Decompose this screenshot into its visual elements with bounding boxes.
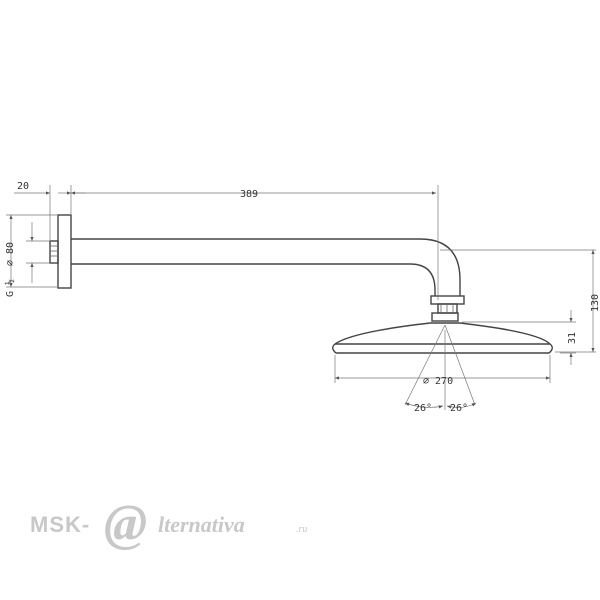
dimension-wall-depth bbox=[14, 185, 86, 240]
label-flange-diameter: ⌀ 80 bbox=[5, 242, 16, 266]
label-arm-length: 389 bbox=[240, 189, 258, 200]
watermark-at-sign: @ bbox=[104, 495, 147, 552]
dimension-total-drop bbox=[440, 249, 596, 353]
label-total-drop: 130 bbox=[590, 294, 600, 312]
watermark-prefix: MSK- bbox=[30, 512, 90, 537]
shower-head bbox=[332, 312, 553, 354]
dimension-tilt bbox=[404, 324, 477, 410]
watermark-name: lternativa bbox=[158, 512, 245, 537]
label-tilt-right: 26° bbox=[450, 403, 468, 414]
watermark-logo: MSK- @ lternativa .ru bbox=[30, 495, 307, 552]
dimension-arm-length bbox=[71, 185, 439, 300]
shower-arm bbox=[71, 238, 465, 314]
label-head-height: 31 bbox=[567, 332, 578, 344]
label-wall-depth: 20 bbox=[17, 181, 29, 192]
dimension-head-height bbox=[462, 310, 576, 365]
wall-flange bbox=[49, 214, 72, 289]
dimension-flange bbox=[6, 214, 57, 288]
label-tilt-left: 26° bbox=[414, 403, 432, 414]
label-thread-size: G ½ bbox=[4, 279, 16, 297]
label-head-diameter: ⌀ 270 bbox=[423, 376, 453, 387]
watermark-suffix: .ru bbox=[296, 524, 307, 535]
dimension-head-diameter bbox=[334, 355, 551, 383]
